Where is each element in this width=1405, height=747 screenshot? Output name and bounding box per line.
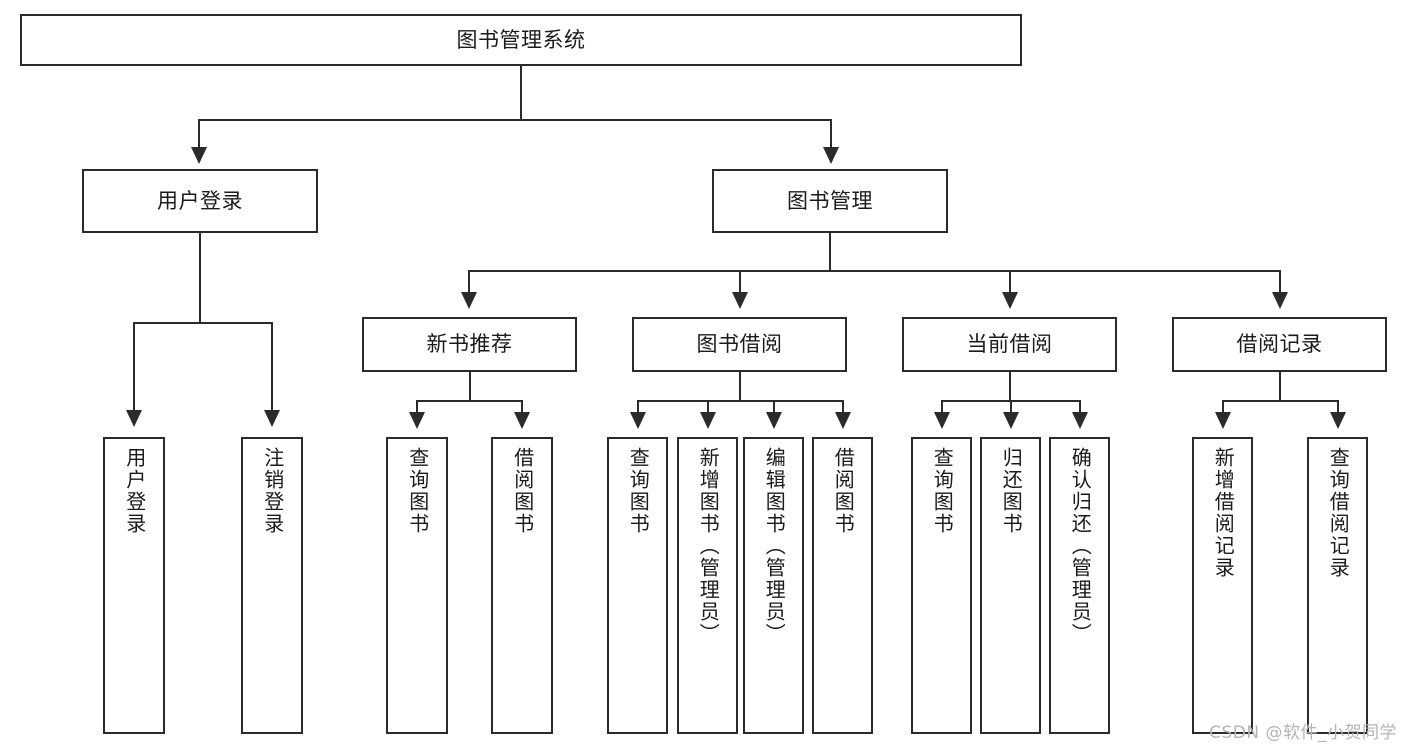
leaf-edit-book[interactable]: 编辑图书（管理员） xyxy=(743,437,804,734)
arrow-borrow-record-leaf-1 xyxy=(1215,412,1231,429)
arrow-root-to-user-login xyxy=(191,147,207,164)
connector-book-manage-bar xyxy=(468,270,1280,272)
node-label: 借阅图书 xyxy=(510,447,535,535)
connector-book-borrow-drop-2 xyxy=(707,400,709,412)
connector-to-book-borrow xyxy=(739,270,741,292)
arrow-book-borrow-leaf-2 xyxy=(700,412,716,429)
arrow-user-login-leaf-1 xyxy=(126,410,142,427)
arrow-to-borrow-record xyxy=(1272,292,1288,309)
arrow-current-borrow-leaf-2 xyxy=(1003,412,1019,429)
node-label: 新书推荐 xyxy=(426,332,513,357)
node-label: 图书管理 xyxy=(787,188,873,213)
node-new-book-recommend[interactable]: 新书推荐 xyxy=(362,317,577,372)
node-label: 归还图书 xyxy=(999,447,1024,535)
node-label: 用户登录 xyxy=(157,188,243,213)
connector-user-login-drop-1 xyxy=(133,322,135,410)
arrow-current-borrow-leaf-3 xyxy=(1072,412,1088,429)
connector-current-borrow-drop-3 xyxy=(1079,400,1081,412)
node-borrow-record[interactable]: 借阅记录 xyxy=(1172,317,1387,372)
node-root-system[interactable]: 图书管理系统 xyxy=(20,14,1022,66)
arrow-book-borrow-leaf-1 xyxy=(630,412,646,429)
connector-borrow-record-drop-1 xyxy=(1222,400,1224,412)
connector-book-borrow-drop-3 xyxy=(773,400,775,412)
connector-new-book-stem xyxy=(469,372,471,401)
arrow-to-book-borrow xyxy=(732,292,748,309)
connector-to-current-borrow xyxy=(1009,270,1011,292)
leaf-borrow-book-recommend[interactable]: 借阅图书 xyxy=(491,437,553,734)
node-label: 借阅记录 xyxy=(1236,332,1323,357)
connector-current-borrow-drop-2 xyxy=(1010,400,1012,412)
node-label: 查询借阅记录 xyxy=(1326,447,1351,579)
leaf-add-book[interactable]: 新增图书（管理员） xyxy=(677,437,738,734)
arrow-book-borrow-leaf-4 xyxy=(835,412,851,429)
leaf-confirm-return[interactable]: 确认归还（管理员） xyxy=(1049,437,1110,734)
node-label: 查询图书 xyxy=(405,447,430,535)
leaf-query-borrow-record[interactable]: 查询借阅记录 xyxy=(1307,437,1368,734)
connector-root-to-book-manage xyxy=(830,119,832,147)
leaf-add-borrow-record[interactable]: 新增借阅记录 xyxy=(1192,437,1253,734)
node-label: 查询图书 xyxy=(626,447,651,535)
arrow-book-borrow-leaf-3 xyxy=(766,412,782,429)
node-book-manage[interactable]: 图书管理 xyxy=(712,169,948,233)
arrow-user-login-leaf-2 xyxy=(264,410,280,427)
connector-to-borrow-record xyxy=(1279,270,1281,292)
connector-current-borrow-stem xyxy=(1009,372,1011,401)
arrow-new-book-leaf-2 xyxy=(514,412,530,429)
node-label: 注销登录 xyxy=(260,447,285,535)
leaf-query-book-borrow[interactable]: 查询图书 xyxy=(607,437,668,734)
arrow-current-borrow-leaf-1 xyxy=(934,412,950,429)
leaf-query-book-current[interactable]: 查询图书 xyxy=(911,437,972,734)
connector-root-bar xyxy=(198,119,832,121)
node-label: 查询图书 xyxy=(930,447,955,535)
connector-root-to-user-login xyxy=(198,119,200,147)
connector-book-borrow-stem xyxy=(739,372,741,401)
node-label: 编辑图书（管理员） xyxy=(762,447,787,645)
arrow-to-new-book-recommend xyxy=(461,292,477,309)
leaf-borrow-book[interactable]: 借阅图书 xyxy=(812,437,873,734)
connector-book-manage-stem xyxy=(829,233,831,271)
connector-borrow-record-stem xyxy=(1279,372,1281,401)
connector-book-borrow-bar xyxy=(637,400,843,402)
connector-book-borrow-drop-1 xyxy=(637,400,639,412)
node-label: 图书借阅 xyxy=(696,332,783,357)
arrow-new-book-leaf-1 xyxy=(409,412,425,429)
leaf-query-book-recommend[interactable]: 查询图书 xyxy=(386,437,448,734)
node-label: 新增借阅记录 xyxy=(1211,447,1236,579)
node-label: 当前借阅 xyxy=(966,332,1053,357)
connector-user-login-drop-2 xyxy=(271,322,273,410)
node-label: 借阅图书 xyxy=(831,447,856,535)
connector-user-login-bar xyxy=(133,322,273,324)
connector-current-borrow-drop-1 xyxy=(941,400,943,412)
arrow-borrow-record-leaf-2 xyxy=(1330,412,1346,429)
node-label: 用户登录 xyxy=(122,447,147,535)
connector-new-book-drop-1 xyxy=(416,400,418,412)
connector-to-new-book-recommend xyxy=(468,270,470,292)
node-current-borrow[interactable]: 当前借阅 xyxy=(902,317,1117,372)
arrow-to-current-borrow xyxy=(1002,292,1018,309)
leaf-return-book[interactable]: 归还图书 xyxy=(980,437,1041,734)
connector-borrow-record-bar xyxy=(1222,400,1338,402)
connector-new-book-bar xyxy=(416,400,522,402)
connector-borrow-record-drop-2 xyxy=(1337,400,1339,412)
node-label: 新增图书（管理员） xyxy=(696,447,721,645)
node-book-borrow[interactable]: 图书借阅 xyxy=(632,317,847,372)
leaf-logout-login[interactable]: 注销登录 xyxy=(241,437,303,734)
node-label: 图书管理系统 xyxy=(456,27,586,52)
arrow-root-to-book-manage xyxy=(823,147,839,164)
leaf-user-login[interactable]: 用户登录 xyxy=(103,437,165,734)
node-user-login[interactable]: 用户登录 xyxy=(82,169,318,233)
connector-root-stem xyxy=(520,66,522,120)
connector-new-book-drop-2 xyxy=(521,400,523,412)
connector-book-borrow-drop-4 xyxy=(842,400,844,412)
connector-user-login-stem xyxy=(199,233,201,323)
node-label: 确认归还（管理员） xyxy=(1068,447,1093,645)
